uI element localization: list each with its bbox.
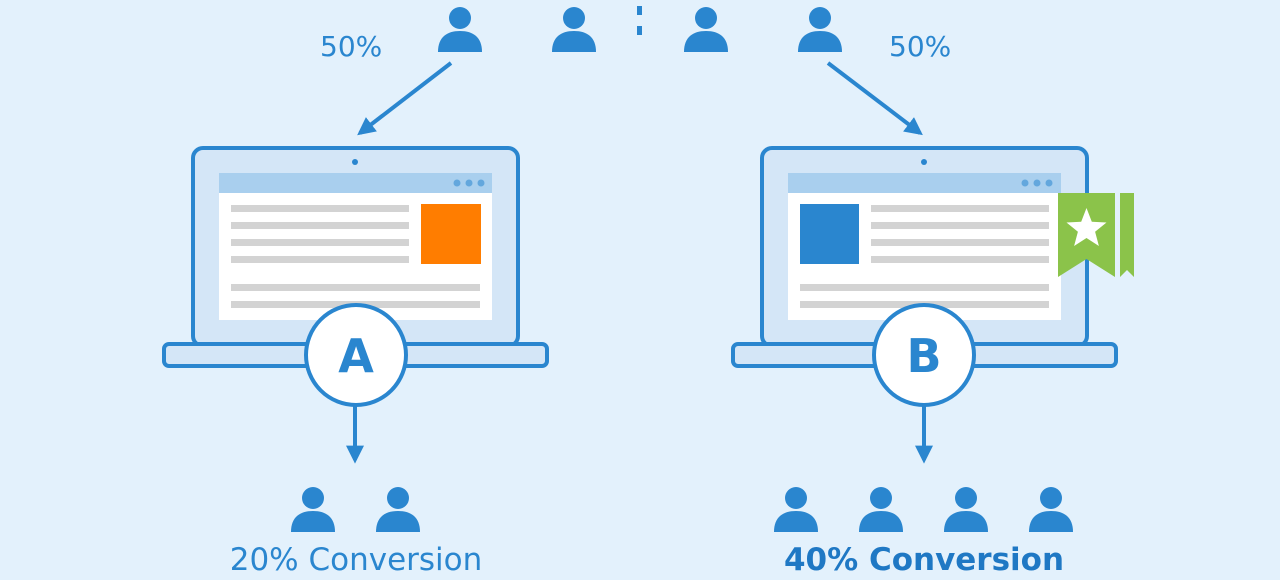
variant-b-label: B	[906, 329, 942, 383]
user-icon	[1029, 487, 1073, 532]
arrow-to-variant-b	[826, 61, 923, 136]
user-icon	[552, 7, 596, 52]
user-icon	[774, 487, 818, 532]
user-icon	[438, 7, 482, 52]
user-icon	[376, 487, 420, 532]
blue-cta-block	[800, 204, 859, 264]
user-icon	[944, 487, 988, 532]
split-divider	[637, 6, 642, 35]
orange-cta-block	[421, 204, 481, 264]
split-right-percent: 50%	[889, 30, 952, 63]
star-ribbon-icon	[1058, 193, 1134, 277]
laptop-b	[731, 146, 1134, 407]
variant-b-conversion: 40% Conversion	[783, 542, 1065, 578]
webcam-dot-icon	[352, 159, 358, 165]
arrow-to-variant-a	[357, 61, 453, 136]
user-icon	[291, 487, 335, 532]
laptop-a	[162, 146, 549, 407]
variant-a-conversion: 20% Conversion	[229, 542, 483, 578]
split-left-percent: 50%	[320, 30, 383, 63]
variant-a-label: A	[338, 329, 374, 383]
webcam-dot-icon	[921, 159, 927, 165]
user-icon	[684, 7, 728, 52]
user-icon	[798, 7, 842, 52]
screen-a	[219, 173, 492, 320]
screen-b	[788, 173, 1061, 320]
user-icon	[859, 487, 903, 532]
